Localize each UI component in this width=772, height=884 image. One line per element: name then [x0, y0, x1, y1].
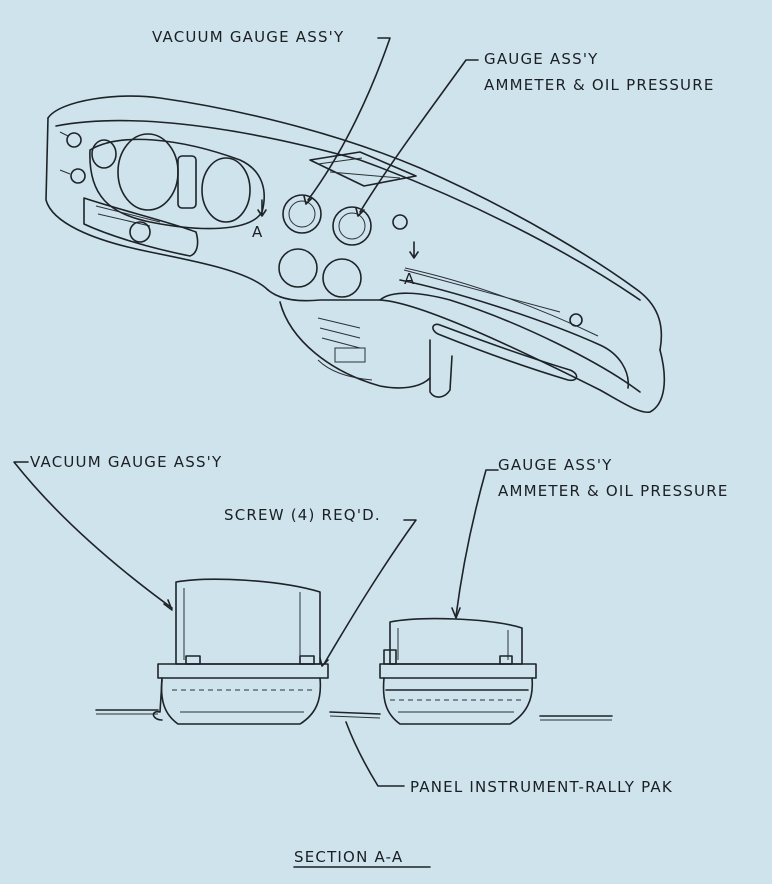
top-gauge-label-line1: GAUGE ASS'Y: [484, 50, 599, 68]
section-title: SECTION A-A: [294, 848, 403, 866]
dashboard-illustration: [45, 95, 666, 414]
top-gauge-label-line2: AMMETER & OIL PRESSURE: [484, 76, 715, 94]
top-leaders: [303, 37, 479, 217]
panel-label: PANEL INSTRUMENT-RALLY PAK: [410, 778, 673, 796]
section-marker-right: A: [404, 270, 415, 288]
top-vacuum-label: VACUUM GAUGE ASS'Y: [152, 28, 344, 46]
bottom-gauge-label-line1: GAUGE ASS'Y: [498, 456, 613, 474]
section-a-a-illustration: [95, 578, 613, 725]
screw-label: SCREW (4) REQ'D.: [224, 506, 381, 524]
bottom-vacuum-label: VACUUM GAUGE ASS'Y: [30, 453, 222, 471]
section-leaders: [13, 461, 499, 787]
section-marker-left: A: [252, 223, 263, 241]
bottom-gauge-label-line2: AMMETER & OIL PRESSURE: [498, 482, 729, 500]
